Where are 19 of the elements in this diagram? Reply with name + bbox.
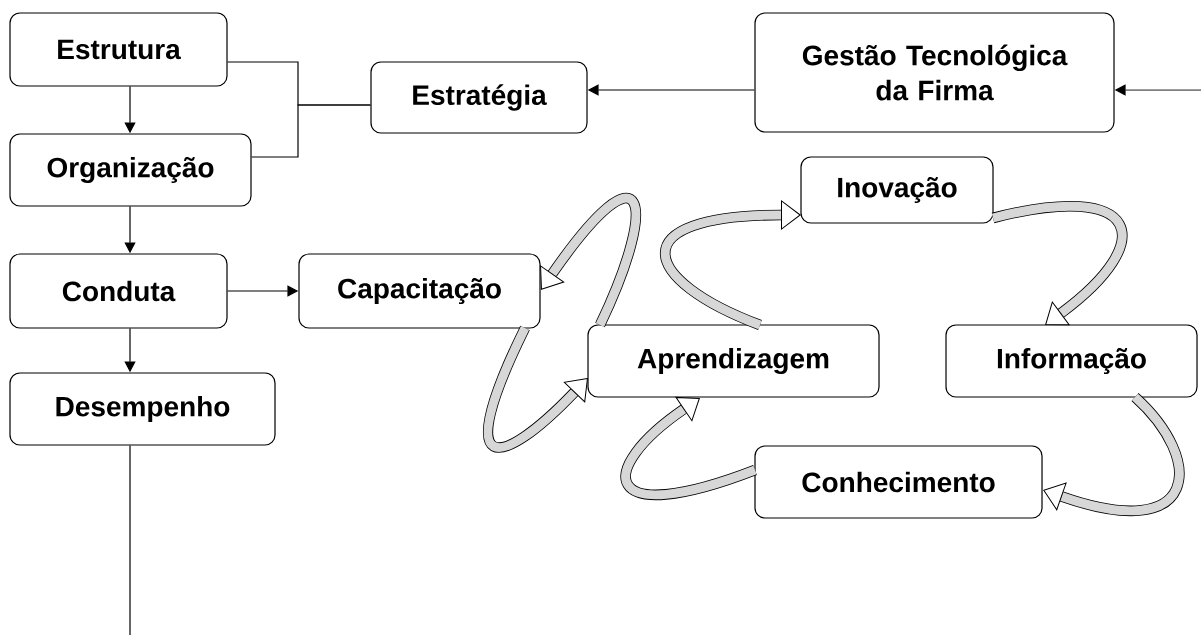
ribbon-arrow (482, 325, 588, 453)
process-box: Informação (945, 324, 1198, 398)
ribbon-arrow (620, 396, 757, 500)
process-box: Desempenho (9, 372, 276, 446)
ribbon-arrow (1043, 393, 1185, 516)
process-box: Gestão Tecnológica da Firma (754, 12, 1115, 133)
ribbon-arrow (540, 193, 641, 328)
process-box: Estrutura (9, 12, 228, 87)
process-box: Conduta (9, 253, 228, 329)
process-box: Inovação (800, 156, 994, 224)
connector-line (251, 104, 371, 158)
ribbon-arrow (660, 200, 801, 330)
process-box: Capacitação (298, 253, 541, 329)
process-box: Organização (9, 133, 252, 207)
process-box: Estratégia (370, 61, 588, 134)
line (129, 445, 131, 635)
process-box: Conhecimento (754, 445, 1043, 519)
process-box: Aprendizagem (587, 324, 880, 398)
ribbon-arrow (991, 201, 1128, 326)
